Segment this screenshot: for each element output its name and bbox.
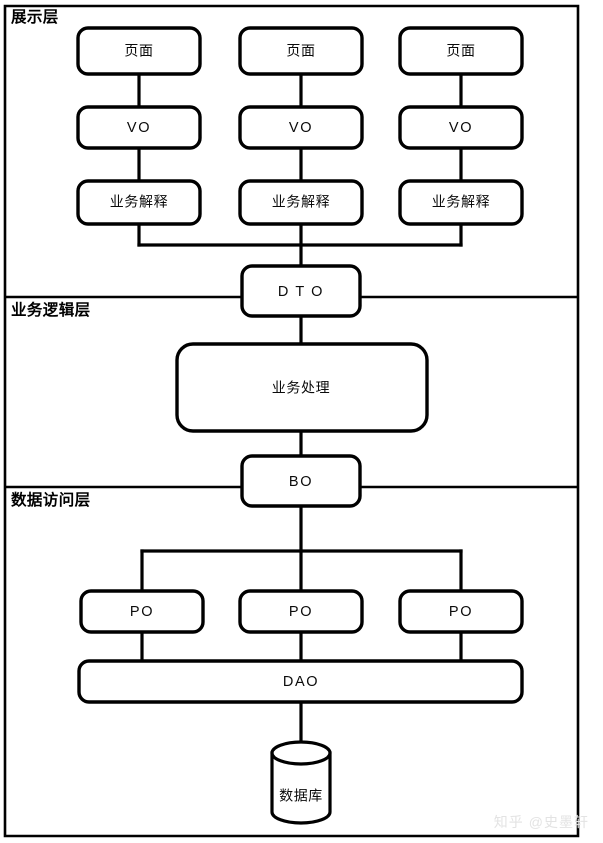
- layer-label-business-logic: 业务逻辑层: [11, 300, 91, 319]
- node-po-center-label: PO: [289, 604, 313, 620]
- node-business-interpret-right[interactable]: 业务解释: [398, 179, 524, 226]
- node-database-body[interactable]: [270, 751, 332, 825]
- node-page-center[interactable]: 页面: [238, 26, 364, 76]
- node-po-left-label: PO: [130, 604, 154, 620]
- node-vo-right-shape[interactable]: [398, 105, 524, 150]
- node-business-interpret-right-shape[interactable]: [398, 179, 524, 226]
- node-bo[interactable]: BO: [240, 454, 362, 508]
- node-page-left[interactable]: 页面: [76, 26, 202, 76]
- node-business-interpret-center[interactable]: 业务解释: [238, 179, 364, 226]
- node-vo-left-shape[interactable]: [76, 105, 202, 150]
- node-page-right-shape[interactable]: [398, 26, 524, 76]
- node-business-interpret-right-label: 业务解释: [432, 194, 490, 210]
- node-po-center[interactable]: PO: [238, 589, 364, 634]
- node-dao[interactable]: DAO: [77, 659, 524, 704]
- node-po-right-label: PO: [449, 604, 473, 620]
- node-business-interpret-left-shape[interactable]: [76, 179, 202, 226]
- node-page-center-label: 页面: [286, 43, 315, 59]
- node-page-right-label: 页面: [446, 43, 475, 59]
- node-dao-label: DAO: [283, 674, 319, 690]
- node-page-right[interactable]: 页面: [398, 26, 524, 76]
- node-database-top[interactable]: [270, 740, 332, 766]
- node-po-left-shape[interactable]: [79, 589, 205, 634]
- node-po-left[interactable]: PO: [79, 589, 205, 634]
- node-po-right[interactable]: PO: [398, 589, 524, 634]
- node-page-left-shape[interactable]: [76, 26, 202, 76]
- node-vo-center-label: VO: [289, 120, 313, 136]
- outer-frame-border: [3, 4, 580, 838]
- node-business-process[interactable]: 业务处理: [175, 342, 429, 433]
- node-vo-left[interactable]: VO: [76, 105, 202, 150]
- node-vo-right[interactable]: VO: [398, 105, 524, 150]
- node-vo-center[interactable]: VO: [238, 105, 364, 150]
- node-business-process-label: 业务处理: [272, 380, 330, 396]
- watermark-handle: @史墨轩: [528, 814, 589, 830]
- node-vo-left-label: VO: [127, 120, 151, 136]
- node-page-left-label: 页面: [124, 43, 153, 59]
- layer-label-presentation: 展示层: [11, 8, 59, 26]
- presentation-connectors: [137, 72, 463, 269]
- node-business-process-shape[interactable]: [175, 342, 429, 433]
- node-dto[interactable]: D T O: [240, 264, 362, 318]
- node-database[interactable]: 数据库: [270, 740, 332, 825]
- data-access-connectors: [140, 504, 463, 748]
- node-vo-center-shape[interactable]: [238, 105, 364, 150]
- watermark: 知乎@史墨轩: [494, 812, 589, 832]
- node-page-center-shape[interactable]: [238, 26, 364, 76]
- node-po-center-shape[interactable]: [238, 589, 364, 634]
- node-dto-label: D T O: [278, 284, 324, 300]
- node-business-interpret-left-label: 业务解释: [110, 194, 168, 210]
- node-vo-right-label: VO: [449, 120, 473, 136]
- watermark-brand: 知乎: [493, 814, 524, 830]
- node-bo-shape[interactable]: [240, 454, 362, 508]
- layer-label-data-access: 数据访问层: [11, 490, 91, 509]
- node-dto-shape[interactable]: [240, 264, 362, 318]
- node-bo-label: BO: [289, 474, 313, 490]
- node-business-interpret-center-shape[interactable]: [238, 179, 364, 226]
- node-database-label: 数据库: [279, 788, 323, 804]
- node-po-right-shape[interactable]: [398, 589, 524, 634]
- node-business-interpret-left[interactable]: 业务解释: [76, 179, 202, 226]
- node-business-interpret-center-label: 业务解释: [272, 194, 330, 210]
- node-dao-shape[interactable]: [77, 659, 524, 704]
